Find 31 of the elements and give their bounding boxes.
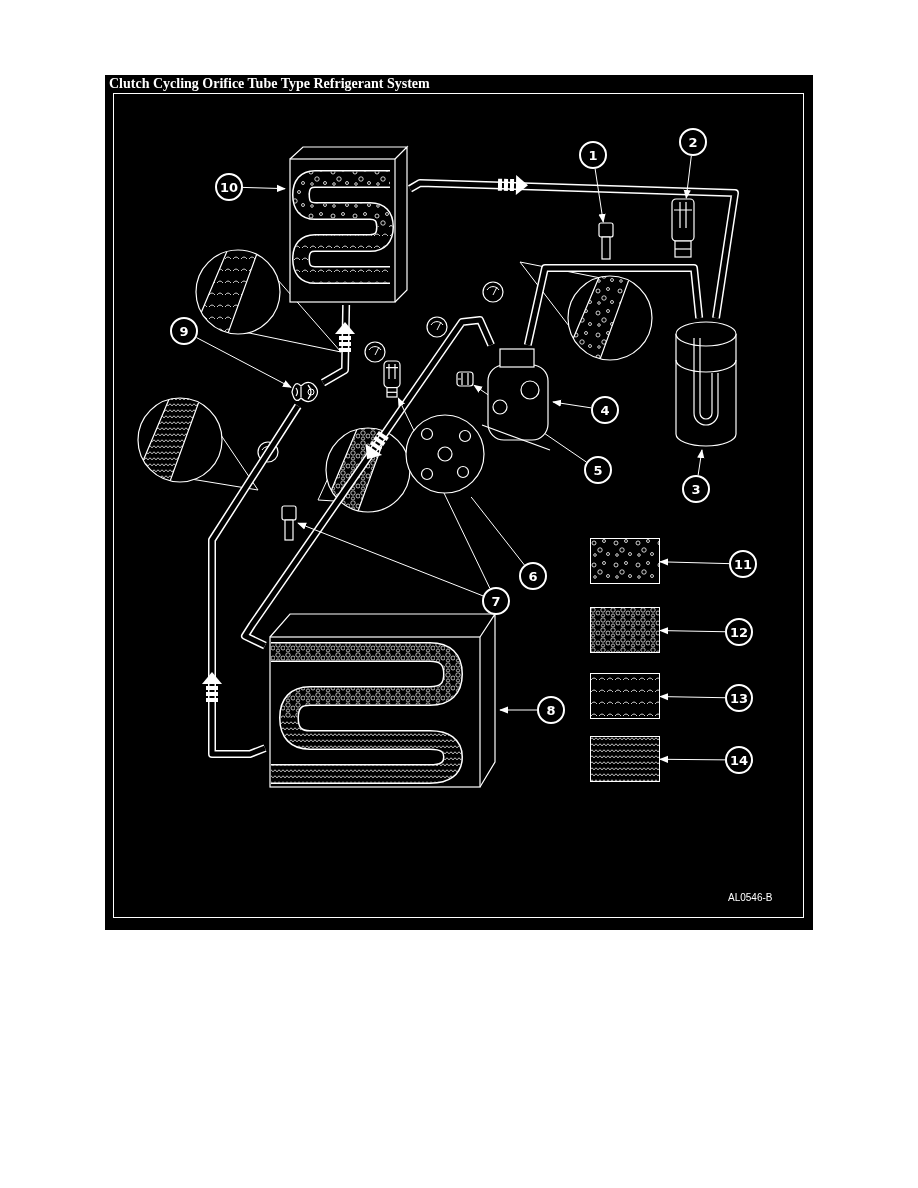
- leader-line: [697, 449, 705, 476]
- fitting-drawing: [456, 371, 474, 387]
- texture-sample: [590, 736, 660, 782]
- leader-line: [659, 558, 730, 566]
- leader-line: [659, 627, 726, 635]
- service-valve-drawing: [280, 505, 298, 541]
- leader-line: [683, 155, 692, 199]
- leader-line: [470, 496, 525, 566]
- figure-code: AL0546-B: [728, 892, 773, 903]
- diagram-title: Clutch Cycling Orifice Tube Type Refrigerant System: [109, 76, 430, 92]
- leader-line: [499, 706, 538, 714]
- leader-line: [594, 168, 606, 223]
- leader-line: [242, 184, 286, 192]
- refrigerant-line-with-flow-arrow: [408, 175, 739, 319]
- pressure-switch-drawing: [382, 360, 402, 398]
- leader-line: [659, 693, 726, 701]
- pressure-switch-drawing: [670, 198, 696, 258]
- clutch-pulley-drawing: [403, 412, 488, 497]
- refrigerant-line-with-flow-arrow: [241, 316, 495, 650]
- texture-sample: [590, 538, 660, 584]
- texture-sample: [590, 673, 660, 719]
- leader-line: [659, 755, 726, 763]
- accumulator-drawing: [673, 318, 739, 450]
- refrigerant-line: [523, 264, 704, 346]
- refrigerant-line-with-flow-arrow: [202, 403, 302, 758]
- leader-line: [552, 399, 592, 409]
- texture-sample: [590, 607, 660, 653]
- refrigerant-line-with-flow-arrow: [321, 304, 355, 387]
- service-valve-drawing: [597, 222, 615, 260]
- leader-line: [195, 337, 292, 388]
- leader-line: [297, 522, 484, 597]
